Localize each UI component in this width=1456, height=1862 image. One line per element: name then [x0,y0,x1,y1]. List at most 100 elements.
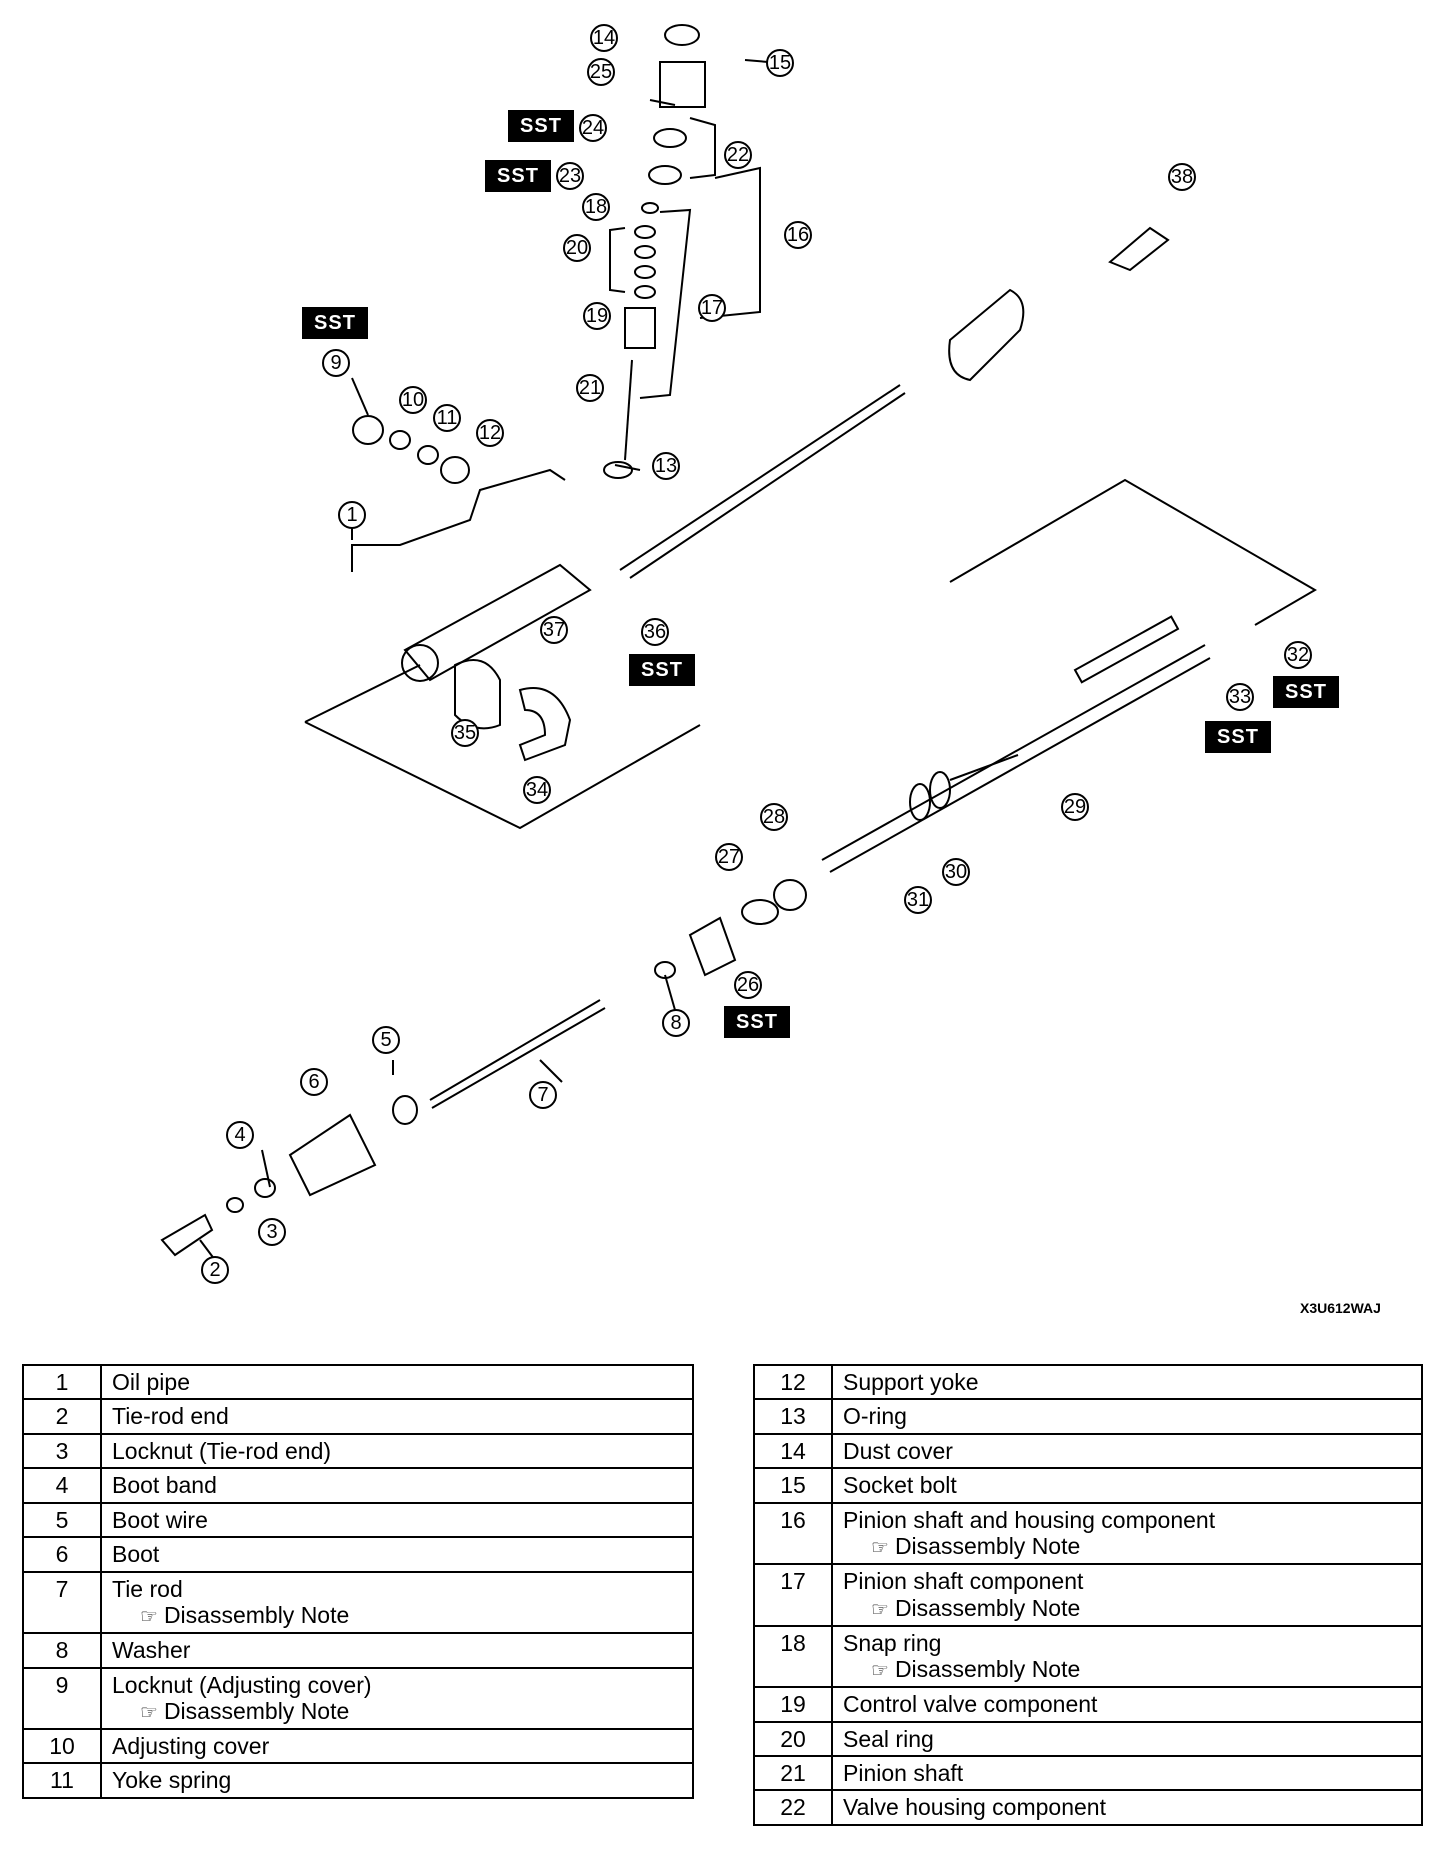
disassembly-note-link[interactable]: ☞Disassembly Note [843,1656,1411,1683]
part-name: Support yoke [843,1369,979,1395]
callout: 28 [760,803,788,831]
part-name: Socket bolt [843,1472,957,1499]
callout-number: 21 [579,377,601,399]
callout-number: 38 [1171,166,1193,188]
note-label: Disassembly Note [163,1697,350,1724]
part-name: Pinion shaft component [843,1568,1084,1595]
callout-number: 10 [402,389,424,411]
note-label: Disassembly Note [163,1602,350,1629]
sst-badge: SST [629,654,695,686]
part-description: Pinion shaft [831,1754,1423,1792]
part-number: 17 [753,1563,833,1627]
diagram-reference-code: X3U612WAJ [1300,1300,1381,1316]
part-description: Valve housing component [831,1789,1423,1826]
part-name: Locknut (Tie-rod end) [112,1437,332,1464]
pointing-hand-icon: ☞ [871,1660,889,1683]
part-description: Locknut (Adjusting cover)☞Disassembly No… [100,1666,694,1730]
callout-number: 15 [769,52,791,74]
callout: 29 [1061,793,1089,821]
bracket-20 [609,227,626,293]
callout: 12 [476,419,504,447]
callout: 30 [942,858,970,886]
sst-badge: SST [508,110,574,142]
callout-number: 7 [537,1084,548,1106]
callout-number: 16 [787,224,809,246]
svg-text:SST: SST [520,115,562,137]
callout-number: 9 [330,352,341,374]
part-name: Tie rod [112,1575,183,1602]
part-number: 8 [22,1632,102,1669]
lower-tie-rod [429,999,601,1101]
callout-number: 32 [1287,644,1309,666]
note-label: Disassembly Note [894,1533,1081,1560]
boot-left [288,1113,377,1197]
callout-number: 6 [308,1071,319,1093]
part-number: 10 [22,1727,102,1765]
callout-number: 34 [526,779,548,801]
sst-badge: SST [1273,676,1339,708]
part-description: Yoke spring [100,1762,694,1799]
callout: 32 [1284,641,1312,669]
callout-number: 22 [727,144,749,166]
housing-outline-top [304,664,421,723]
disassembly-note-link[interactable]: ☞Disassembly Note [112,1602,682,1629]
callout: 26 [734,971,762,999]
callout: 1 [338,501,366,529]
callout: 18 [582,193,610,221]
part-description: Tie-rod end [100,1398,694,1435]
mount-bracket [518,687,572,762]
part-number: 19 [753,1686,833,1723]
dust-cover [664,24,700,46]
disassembly-note-link[interactable]: ☞Disassembly Note [843,1533,1411,1560]
callout-number: 26 [737,974,759,996]
part-name: Tie-rod end [112,1403,229,1430]
disassembly-note-link[interactable]: ☞Disassembly Note [112,1698,682,1725]
disassembly-note-link[interactable]: ☞Disassembly Note [843,1595,1411,1622]
callout-number: 18 [585,196,607,218]
part-number: 3 [22,1432,102,1470]
part-description: Adjusting cover [100,1727,694,1765]
callout: 14 [590,24,618,52]
part-description: Boot wire [100,1501,694,1539]
callout-number: 24 [582,117,604,139]
parts-row: 17 Pinion shaft component☞Disassembly Not… [753,1563,1423,1627]
callout: 9 [322,349,350,377]
part-number: 21 [753,1754,833,1792]
exploded-diagram: 1 2 3 4 5 6 7 8 9 10 11 12 13 14 15 16 1… [160,24,1339,1284]
sst-badge: SST [724,1006,790,1038]
note-label: Disassembly Note [894,1656,1081,1683]
callout: 37 [540,616,568,644]
pinion-shaft [624,359,633,461]
part-description: Dust cover [831,1432,1423,1470]
callout-number: 31 [907,889,929,911]
callout-number: 35 [454,722,476,744]
callout: 15 [766,49,794,77]
callout-number: 11 [437,407,458,429]
part-description: Pinion shaft and housing component☞Disas… [831,1501,1423,1566]
callout-number: 4 [234,1124,245,1146]
svg-text:SST: SST [314,312,356,334]
part-number: 6 [22,1536,102,1573]
callout-number: 25 [590,61,612,83]
part-name: Boot band [112,1472,217,1499]
part-number: 7 [22,1570,102,1635]
svg-text:SST: SST [1285,681,1327,703]
callout: 19 [583,302,611,330]
bracket-16 [699,166,761,319]
callout: 20 [563,234,591,262]
callout-number: 23 [559,165,581,187]
callout: 3 [258,1218,286,1246]
part-number: 16 [753,1501,833,1566]
note-label: Disassembly Note [894,1594,1081,1621]
